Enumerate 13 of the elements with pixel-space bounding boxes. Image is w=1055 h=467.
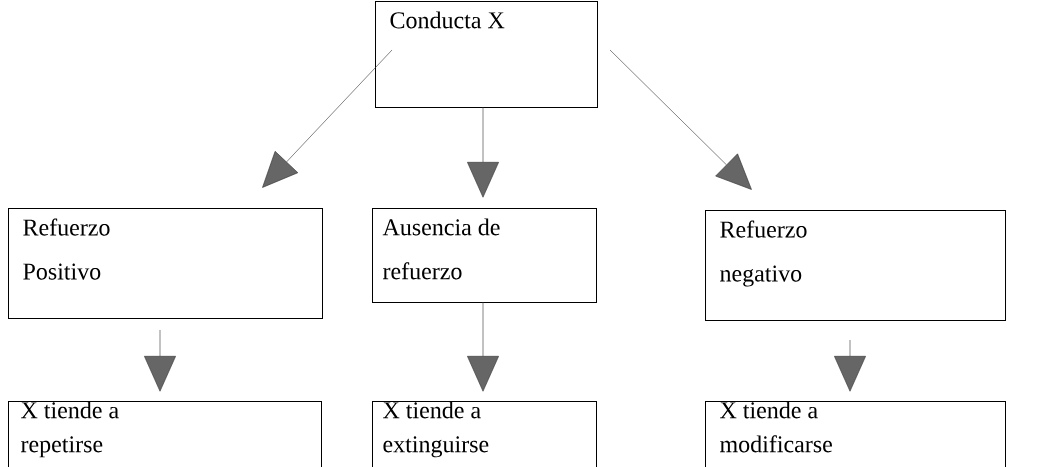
text-box: X tiende a modificarse [705, 401, 1006, 467]
arrow [262, 49, 393, 188]
text-box: Refuerzo negativo [705, 210, 1006, 321]
arrow [144, 329, 176, 392]
text-box: Refuerzo Positivo [8, 208, 323, 319]
text-box: Ausencia de refuerzo [372, 208, 597, 303]
arrow [467, 301, 499, 392]
text-box: X tiende a repetirse [8, 401, 322, 467]
text-box: X tiende a extinguirse [372, 401, 597, 467]
text-box: Conducta X [375, 1, 598, 108]
arrow [834, 339, 866, 392]
arrow [609, 49, 752, 190]
arrow [467, 106, 499, 198]
